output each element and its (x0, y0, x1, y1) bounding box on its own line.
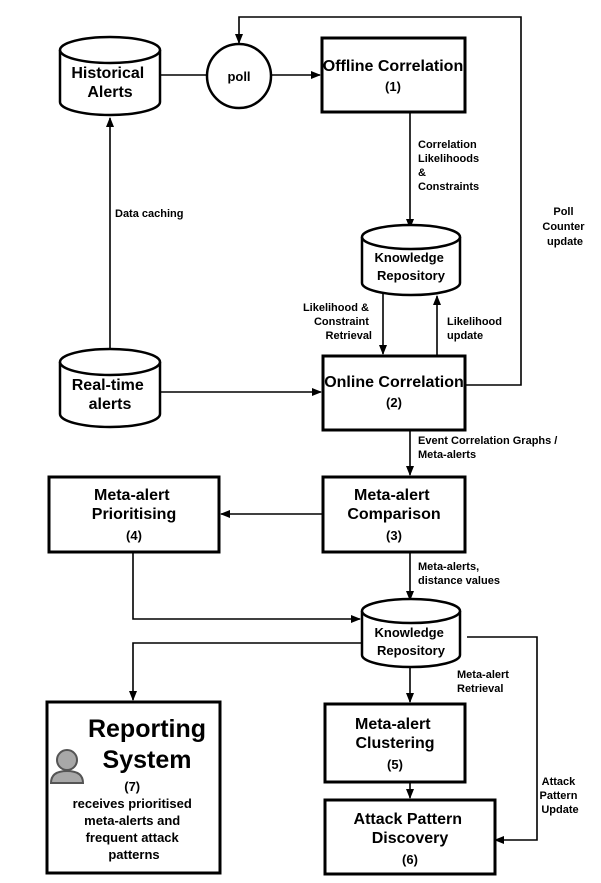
attack-pattern-discovery-number: (6) (402, 852, 418, 867)
offline-correlation-number: (1) (385, 79, 401, 94)
knowledge-repository-top: Knowledge Repository (360, 223, 462, 297)
meta-alert-comparison-number: (3) (386, 528, 402, 543)
reporting-system-subtitle: System (103, 746, 192, 774)
edge-attack-pattern-update (467, 636, 538, 844)
edge-repository-to-reporting (129, 642, 362, 701)
online-correlation-title: Online Correlation (324, 374, 464, 391)
attack-pattern-discovery-box: Attack Pattern Discovery (6) (323, 798, 497, 876)
edge-poll-counter-update (235, 16, 522, 386)
label-likelihood-retrieval: Likelihood & Constraint Retrieval (303, 302, 372, 342)
label-likelihood-update: Likelihood update (447, 316, 505, 342)
label-correlation-likelihoods: Correlation Likelihoods & Constraints (418, 139, 482, 193)
poll-node: poll (205, 42, 273, 110)
poll-label: poll (227, 69, 250, 84)
offline-correlation-title: Offline Correlation (323, 58, 463, 75)
realtime-alerts-label: Real-time alerts (72, 377, 148, 413)
meta-alert-comparison-label: Meta-alert Comparison (347, 487, 440, 523)
reporting-system-title: Reporting (88, 715, 206, 743)
knowledge-repository-bottom-label: Knowledge Repository (375, 625, 448, 658)
offline-correlation-box: Offline Correlation (1) (320, 36, 467, 114)
online-correlation-box: Online Correlation (2) (321, 354, 467, 432)
label-meta-alert-retrieval: Meta-alert Retrieval (457, 669, 512, 695)
historical-alerts-db: Historical Alerts (58, 35, 162, 117)
attack-pattern-discovery-label: Attack Pattern Discovery (354, 811, 467, 847)
meta-alert-prioritising-number: (4) (126, 528, 142, 543)
meta-alert-comparison-box: Meta-alert Comparison (3) (321, 475, 467, 554)
label-meta-alerts-distance: Meta-alerts, distance values (418, 561, 500, 587)
edge-prioritising-to-repository (132, 552, 361, 623)
label-poll-counter-update: Poll Counter update (542, 206, 587, 248)
online-correlation-number: (2) (386, 395, 402, 410)
label-data-caching: Data caching (115, 208, 183, 220)
meta-alert-prioritising-box: Meta-alert Prioritising (4) (47, 475, 221, 554)
knowledge-repository-top-label: Knowledge Repository (375, 250, 448, 283)
reporting-system-box: Reporting System (7) receives prioritise… (45, 700, 222, 875)
reporting-system-description: (7) receives prioritised meta-alerts and… (73, 779, 196, 862)
meta-alert-clustering-label: Meta-alert Clustering (355, 716, 435, 752)
meta-alert-prioritising-label: Meta-alert Prioritising (92, 487, 176, 523)
edges (106, 16, 538, 844)
meta-alert-clustering-number: (5) (387, 757, 403, 772)
realtime-alerts-db: Real-time alerts (58, 347, 162, 429)
user-icon (49, 749, 85, 784)
label-attack-pattern-update: Attack Pattern Update (540, 776, 581, 816)
historical-alerts-label: Historical Alerts (71, 65, 148, 101)
label-event-correlation-graphs: Event Correlation Graphs / Meta-alerts (418, 435, 560, 461)
meta-alert-clustering-box: Meta-alert Clustering (5) (323, 702, 467, 784)
edge-labels: Data caching Correlation Likelihoods & C… (115, 139, 587, 816)
knowledge-repository-bottom: Knowledge Repository (360, 597, 462, 669)
